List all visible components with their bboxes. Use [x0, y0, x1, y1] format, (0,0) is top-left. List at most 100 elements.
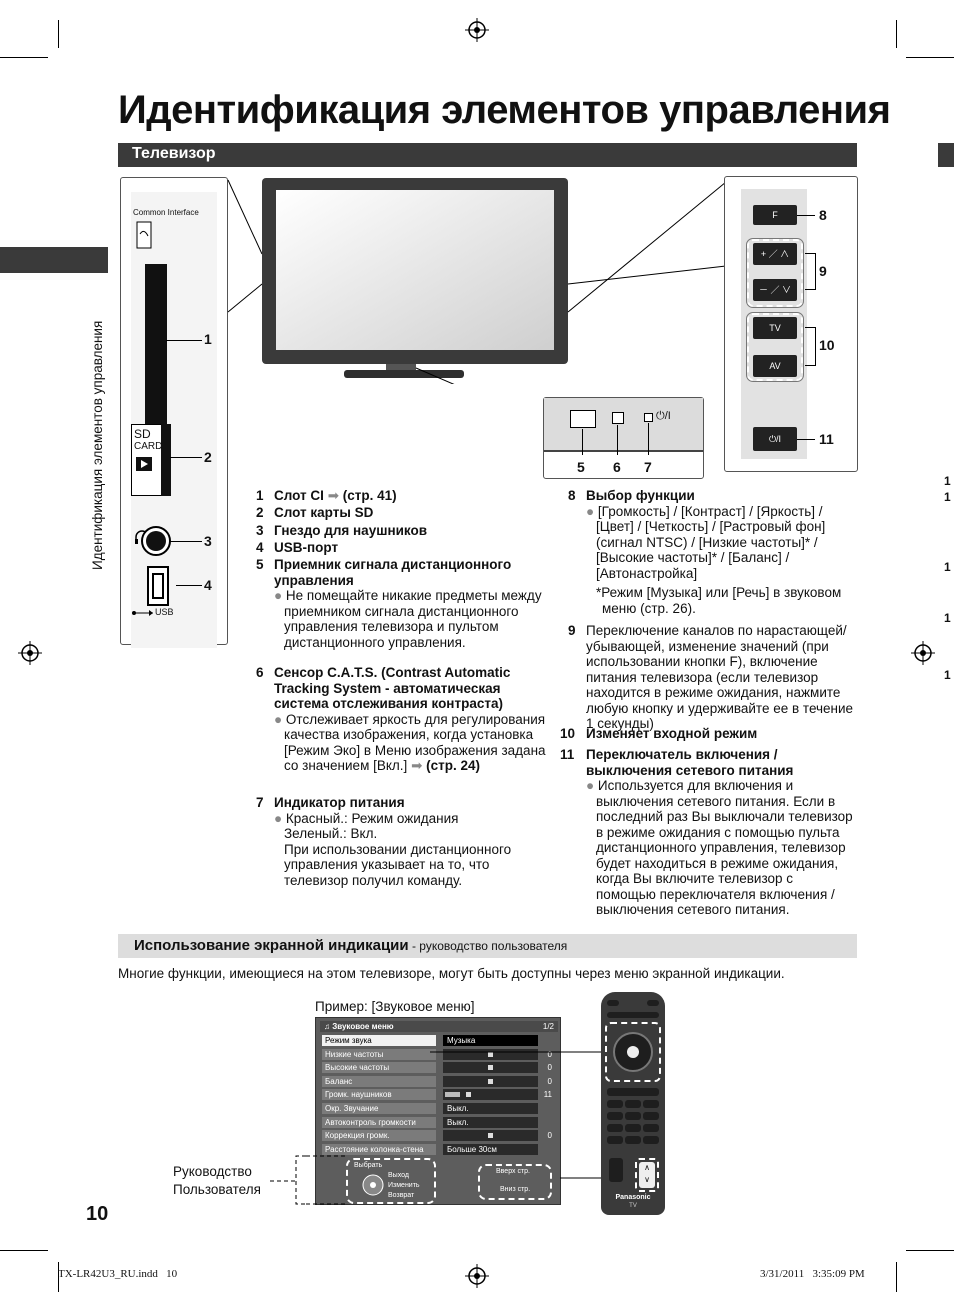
sd-photo-icon	[136, 457, 152, 471]
menu-row-value-text: Музыка	[447, 1036, 476, 1045]
menu-row-label: Коррекция громк.	[322, 1130, 436, 1142]
menu-row[interactable]: Коррекция громк.0	[322, 1130, 556, 1142]
margin-number: 1	[944, 474, 951, 488]
menu-row-value	[443, 1048, 538, 1060]
function-button[interactable]: F	[753, 205, 797, 225]
menu-slider-fill	[445, 1092, 460, 1098]
callout-4: 4	[204, 577, 212, 593]
list-item: 5 Приемник сигнала дистанционного управл…	[256, 557, 542, 650]
menu-slider-marker	[488, 1051, 493, 1057]
menu-row-label: Расстояние колонка-стена	[322, 1143, 436, 1155]
callout-11: 11	[819, 431, 834, 447]
menu-row-value-text: Выкл.	[447, 1104, 469, 1113]
help-area-right: Вверх стр. Вниз стр.	[478, 1164, 552, 1200]
margin-number: 1	[944, 490, 951, 504]
footer-date: 3/31/2011 3:35:09 PM	[760, 1268, 865, 1280]
callout-6: 6	[613, 459, 621, 475]
registration-mark-icon	[465, 18, 489, 42]
sd-slot	[161, 424, 171, 496]
menu-row[interactable]: Расстояние колонка-стена Больше 30см	[322, 1143, 556, 1156]
list-item: 8 Выбор функции ● [Громкость] / [Контрас…	[568, 488, 842, 616]
sd-label: SD	[134, 427, 151, 441]
menu-title-bar: ♫ Звуковое меню 1/2	[320, 1021, 558, 1032]
remote-sensor	[570, 410, 596, 428]
remote-tv-label: TV	[629, 1203, 637, 1209]
right-edge-tab	[938, 143, 954, 167]
menu-row[interactable]: Окр. Звучание Выкл.	[322, 1103, 556, 1115]
menu-row[interactable]: Низкие частоты 0	[322, 1048, 556, 1061]
callout-1: 1	[204, 331, 212, 347]
av-button[interactable]: AV	[753, 355, 797, 377]
headphone-jack	[146, 531, 166, 551]
list-item: 6 Сенсор C.A.T.S. (Contrast Automatic Tr…	[256, 665, 546, 773]
crop-mark	[896, 1262, 897, 1292]
menu-row-label: Режим звука	[322, 1035, 436, 1046]
menu-row-number: 0	[547, 1076, 552, 1086]
menu-row-value: Выкл.	[443, 1116, 538, 1128]
crop-mark	[58, 1262, 59, 1292]
usb-icon	[132, 610, 153, 616]
crop-mark	[906, 1250, 954, 1251]
ci-card-icon	[136, 221, 152, 249]
crop-mark	[0, 1250, 48, 1251]
tv-button[interactable]: TV	[753, 317, 797, 339]
menu-row-label: Низкие частоты	[322, 1048, 436, 1060]
menu-row[interactable]: Высокие частоты 0	[322, 1062, 556, 1074]
menu-row-value	[443, 1130, 538, 1142]
callout-5: 5	[577, 459, 585, 475]
channel-up-button[interactable]: + ／ ∧	[753, 243, 797, 265]
remote-ok-button[interactable]	[627, 1046, 639, 1058]
menu-row-number: 0	[547, 1063, 552, 1073]
side-tab	[0, 247, 108, 273]
guide-bracket	[270, 1155, 348, 1205]
section-heading-tv: Телевизор	[118, 143, 857, 167]
side-label: Идентификация элементов управления	[90, 320, 105, 570]
menu-row-value: Музыка	[443, 1035, 538, 1046]
menu-row-value	[443, 1089, 538, 1101]
cats-sensor	[612, 412, 624, 424]
menu-row-label: Высокие частоты	[322, 1062, 436, 1074]
channel-down-button[interactable]: － ／ ∨	[753, 279, 797, 301]
menu-slider-marker	[488, 1133, 493, 1139]
menu-row-value: Больше 30см	[443, 1143, 538, 1155]
page-title: Идентификация элементов управления	[118, 88, 891, 132]
connector-lines	[430, 1051, 630, 1179]
guide-label-2: Пользователя	[173, 1182, 261, 1197]
page-number: 10	[86, 1203, 109, 1225]
menu-row[interactable]: Режим звука Музыка	[322, 1035, 556, 1047]
power-indicator	[644, 413, 653, 422]
registration-mark-icon	[911, 641, 935, 665]
osd-section-heading: Использование экранной индикации - руков…	[118, 934, 857, 958]
menu-row-number: 0	[547, 1049, 552, 1059]
footer-file: TX-LR42U3_RU.indd 10	[58, 1268, 178, 1280]
remote-brand: Panasonic	[615, 1194, 651, 1201]
remote-control: ∧∨ Panasonic TV	[601, 992, 665, 1215]
menu-row[interactable]: Громк. наушников 11	[322, 1089, 556, 1101]
crop-mark	[896, 20, 897, 48]
margin-number: 1	[944, 560, 951, 574]
margin-number: 1	[944, 668, 951, 682]
registration-mark-icon	[18, 641, 42, 665]
list-item: 1 Слот CI ➡ (стр. 41)	[256, 488, 397, 503]
sensor-panel: ⏻/I 5 6 7	[543, 397, 704, 479]
menu-row-value: Выкл.	[443, 1103, 538, 1114]
callout-7: 7	[644, 459, 652, 475]
power-symbol-label: ⏻/I	[656, 410, 671, 422]
menu-slider-marker	[488, 1065, 493, 1071]
callout-10: 10	[819, 337, 835, 353]
tv-illustration	[227, 178, 726, 384]
margin-number: 1	[944, 611, 951, 625]
power-switch-button[interactable]: ⏻/I	[753, 427, 797, 451]
crop-mark	[58, 20, 59, 48]
usb-label: USB	[155, 607, 174, 617]
menu-row-number: 11	[543, 1090, 552, 1100]
menu-row-label: Окр. Звучание	[322, 1103, 436, 1114]
menu-row-label: Громк. наушников	[322, 1089, 436, 1101]
